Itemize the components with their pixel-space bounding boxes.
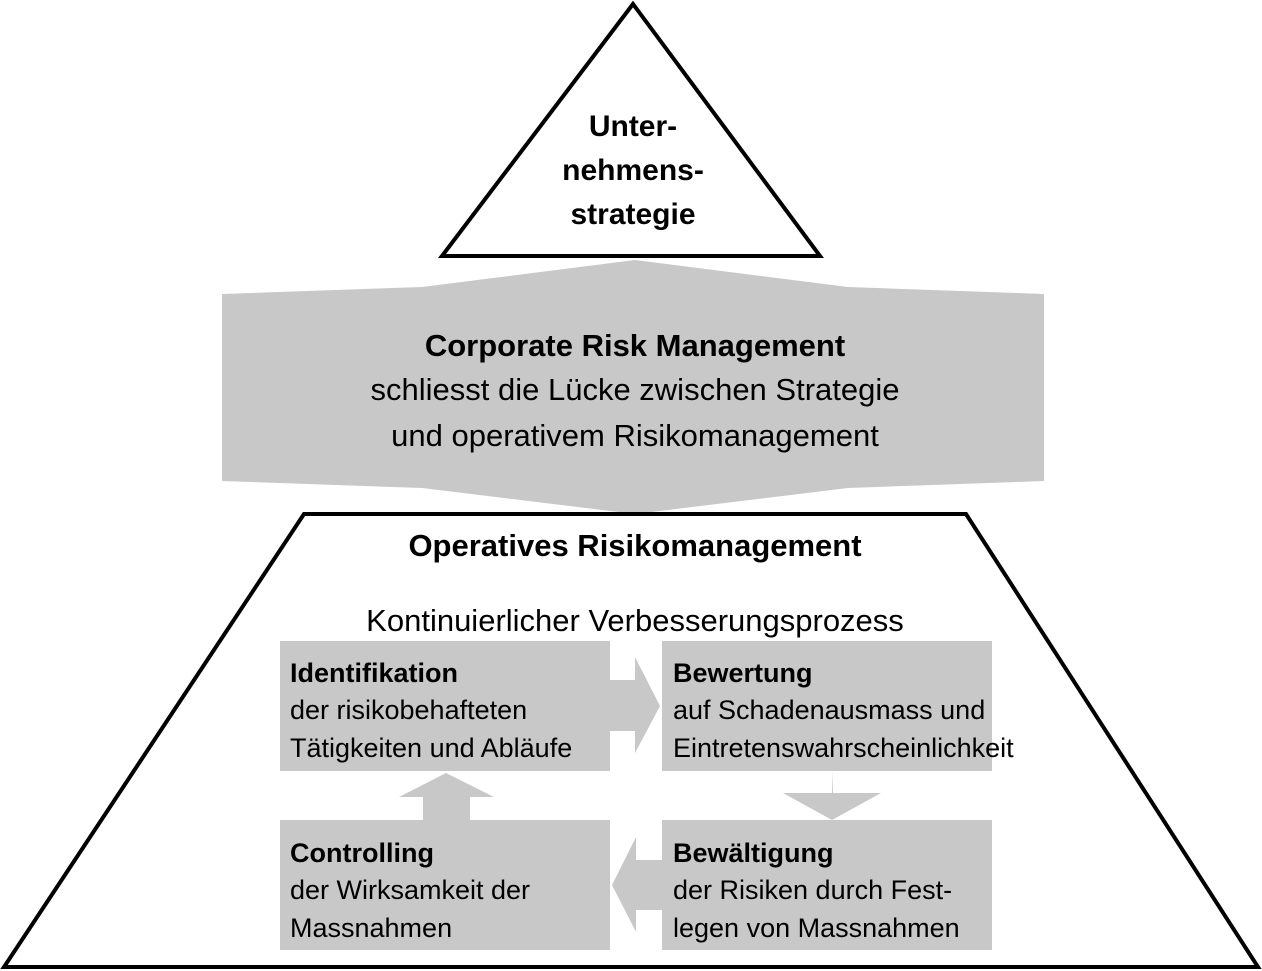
controlling-title: Controlling <box>290 838 434 868</box>
arrow-right-identifikation-to-bewertung <box>610 657 660 753</box>
bewertung-line-2: Eintretenswahrscheinlichkeit <box>673 733 1014 763</box>
controlling-line-1: der Wirksamkeit der <box>290 875 530 905</box>
controlling-line-2: Massnahmen <box>290 913 452 943</box>
bewertung-title: Bewertung <box>673 658 813 688</box>
identifikation-title: Identifikation <box>290 658 458 688</box>
bewaeltigung-line-2: legen von Massnahmen <box>673 913 960 943</box>
corporate-line-1: schliesst die Lücke zwischen Strategie <box>371 372 900 407</box>
strategy-line-1: Unter- <box>589 110 677 143</box>
bewaeltigung-line-1: der Risiken durch Fest- <box>673 875 952 905</box>
operative-subtitle: Kontinuierlicher Verbesserungsprozess <box>366 603 904 638</box>
corporate-line-2: und operativem Risikomanagement <box>391 418 879 453</box>
strategy-triangle <box>437 0 824 258</box>
strategy-line-3: strategie <box>570 198 695 231</box>
arrow-up-controlling-to-identifikation <box>399 773 494 820</box>
arrow-left-bewaeltigung-to-controlling <box>612 837 662 932</box>
controlling-box <box>280 820 610 950</box>
identifikation-line-2: Tätigkeiten und Abläufe <box>290 733 572 763</box>
identifikation-box <box>280 641 610 771</box>
corporate-title: Corporate Risk Management <box>425 328 845 363</box>
bewertung-box <box>662 641 992 771</box>
arrow-down-bewertung-to-bewaeltigung <box>783 771 881 820</box>
bewaeltigung-title: Bewältigung <box>673 838 834 868</box>
strategy-line-2: nehmens- <box>562 154 704 187</box>
corporate-double-arrow <box>222 260 1044 514</box>
identifikation-line-1: der risikobehafteten <box>290 695 527 725</box>
bewertung-line-1: auf Schadenausmass und <box>673 695 985 725</box>
bewaeltigung-box <box>662 820 992 950</box>
operative-title: Operatives Risikomanagement <box>408 528 861 563</box>
